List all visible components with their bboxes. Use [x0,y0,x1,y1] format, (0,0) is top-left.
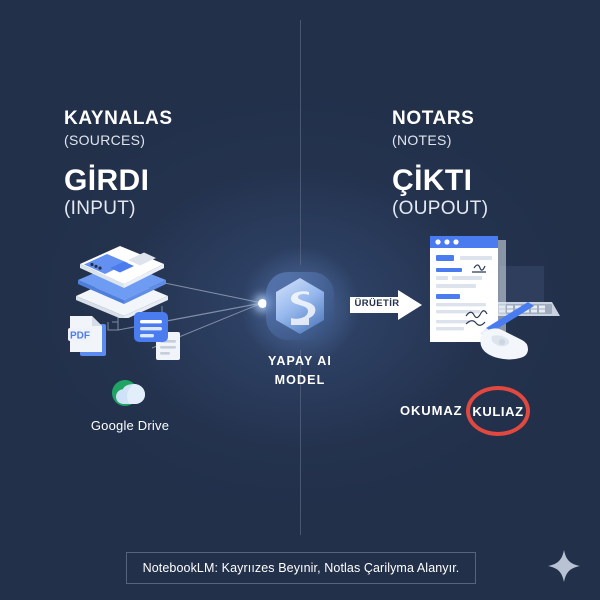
svg-text:PDF: PDF [70,331,90,342]
sources-heading-block: KAYNALAS (SOURCES) GİRDI (INPUT) [64,108,173,220]
connection-node [258,299,267,308]
sparkle-icon [546,548,582,584]
notes-heading-sub: (NOTES) [392,131,452,148]
output-title-sub: (OUPOUT) [392,197,489,219]
red-circle-highlight [466,386,530,436]
google-drive-icon [112,380,145,406]
layered-pages-icon [62,238,182,318]
output-title: ÇİKTI [392,163,473,197]
pdf-file-icon: PDF [66,314,118,362]
circled-note-badge: KULIAZ [466,386,530,436]
document-icon [132,310,188,362]
center-divider-top [300,20,301,265]
ai-model-label-line1: YAPAY AI [268,354,332,368]
sources-heading: KAYNALAS [64,108,173,129]
google-drive-block: Google Drive [60,376,200,433]
notes-heading-block: NOTARS (NOTES) ÇİKTI (OUPOUT) [392,108,488,220]
input-title: GİRDI [64,163,150,197]
circled-note-label: KULIAZ [472,403,524,419]
sources-heading-sub: (SOURCES) [64,131,146,148]
ai-model-icon [262,268,338,344]
google-drive-label: Google Drive [90,418,170,433]
right-arrow-icon [350,290,422,320]
notes-heading: NOTARS [392,108,475,129]
ai-model-label: YAPAY AI MODEL [230,352,370,391]
arrow-label: ÜRÜETİR [354,298,400,309]
note-left-label: OKUMAZ [400,403,463,418]
document-with-pen-illustration [414,228,564,368]
input-title-sub: (INPUT) [64,197,136,219]
footer-caption: NotebookLM: Kayrıızes Beyınir, Notlas Ça… [126,552,476,584]
ai-model-label-line2: MODEL [274,373,326,388]
center-divider-bottom [300,350,301,535]
